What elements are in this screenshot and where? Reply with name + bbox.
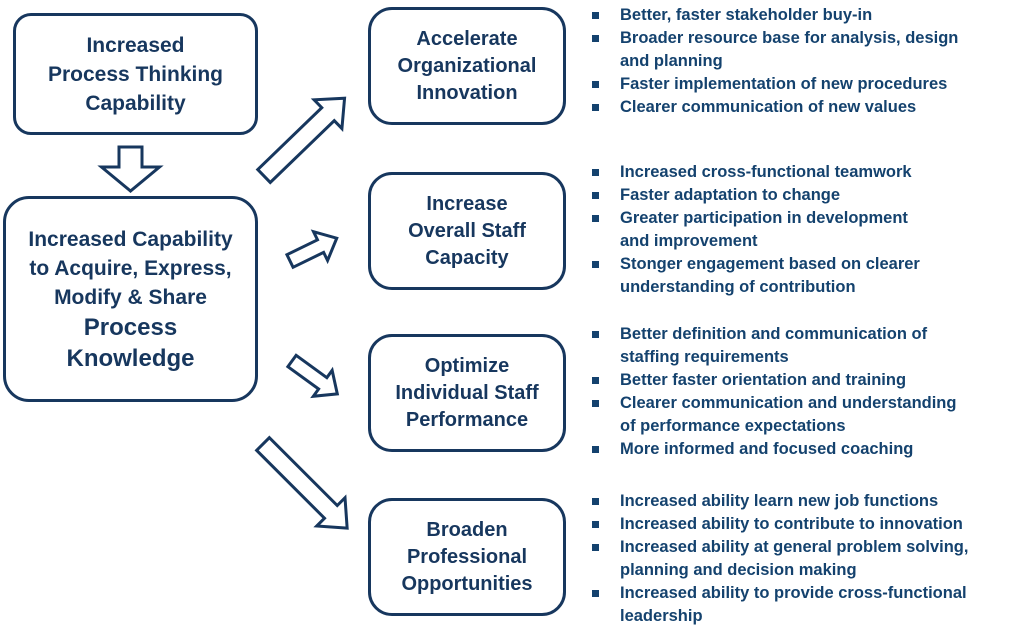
list-item: More informed and focused coaching: [592, 438, 1024, 461]
bullet-square-icon: [592, 331, 599, 338]
bullet-square-icon: [592, 104, 599, 111]
arrow-to-accelerate-icon: [255, 96, 347, 185]
bullet-text: Increased ability to provide cross-funct…: [620, 584, 967, 625]
list-item: Increased ability learn new job function…: [592, 490, 1024, 513]
bullet-square-icon: [592, 590, 599, 597]
box-accelerate-innovation-label: Accelerate Organizational Innovation: [397, 27, 537, 104]
list-item: Stonger engagement based on clearer unde…: [592, 253, 1024, 299]
list-item: Better, faster stakeholder buy-in: [592, 4, 1024, 27]
bullet-text: Faster implementation of new procedures: [620, 75, 948, 93]
bullet-square-icon: [592, 35, 599, 42]
bullet-square-icon: [592, 544, 599, 551]
bullet-square-icon: [592, 192, 599, 199]
bullet-text: Increased ability learn new job function…: [620, 492, 939, 510]
bullet-text: Better definition and communication of s…: [620, 325, 928, 366]
bullet-text: Faster adaptation to change: [620, 186, 841, 204]
list-item: Better faster orientation and training: [592, 369, 1024, 392]
bullet-square-icon: [592, 498, 599, 505]
bullet-square-icon: [592, 215, 599, 222]
list-item: Clearer communication and understanding …: [592, 392, 1024, 438]
bullet-square-icon: [592, 400, 599, 407]
bullet-text: Clearer communication of new values: [620, 98, 917, 116]
bullet-text: Stonger engagement based on clearer unde…: [620, 255, 920, 296]
list-item: Increased ability to contribute to innov…: [592, 513, 1024, 536]
box-broaden-opportunities-label: Broaden Professional Opportunities: [401, 518, 533, 595]
list-item: Faster implementation of new procedures: [592, 73, 1024, 96]
box-process-thinking-label: Increased Process Thinking Capability: [47, 33, 224, 115]
bullet-text: Better, faster stakeholder buy-in: [620, 6, 873, 24]
box-process-knowledge: Increased Capability to Acquire, Express…: [3, 196, 258, 402]
bullet-text: Greater participation in development and…: [620, 209, 908, 250]
box-optimize-staff-performance: Optimize Individual Staff Performance: [368, 334, 566, 452]
box-optimize-staff-performance-label: Optimize Individual Staff Performance: [395, 354, 539, 431]
bullet-text: More informed and focused coaching: [620, 440, 914, 458]
arrow-to-opportunities-icon: [254, 435, 349, 530]
bullet-square-icon: [592, 261, 599, 268]
bullet-square-icon: [592, 446, 599, 453]
list-item: Clearer communication of new values: [592, 96, 1024, 119]
list-item: Better definition and communication of s…: [592, 323, 1024, 369]
box-increase-staff-capacity-label: Increase Overall Staff Capacity: [408, 192, 526, 269]
box-process-knowledge-emphasis: Process Knowledge: [66, 313, 195, 372]
bullet-text: Increased cross-functional teamwork: [620, 163, 912, 181]
box-accelerate-innovation: Accelerate Organizational Innovation: [368, 7, 566, 125]
box-process-knowledge-label: Increased Capability to Acquire, Express…: [28, 227, 233, 309]
bullet-text: Increased ability to contribute to innov…: [620, 515, 963, 533]
bullet-text: Broader resource base for analysis, desi…: [620, 29, 959, 70]
list-item: Increased ability to provide cross-funct…: [592, 582, 1024, 628]
list-item: Broader resource base for analysis, desi…: [592, 27, 1024, 73]
bullet-list-performance: Better definition and communication of s…: [592, 323, 1024, 461]
bullet-square-icon: [592, 169, 599, 176]
bullet-list-opportunities: Increased ability learn new job function…: [592, 490, 1024, 628]
box-process-thinking: Increased Process Thinking Capability: [13, 13, 258, 135]
bullet-square-icon: [592, 12, 599, 19]
list-item: Faster adaptation to change: [592, 184, 1024, 207]
bullet-text: Better faster orientation and training: [620, 371, 907, 389]
bullet-square-icon: [592, 521, 599, 528]
list-item: Increased ability at general problem sol…: [592, 536, 1024, 582]
arrow-to-performance-icon: [285, 353, 340, 399]
bullet-list-accelerate: Better, faster stakeholder buy-in Broade…: [592, 4, 1024, 119]
bullet-text: Clearer communication and understanding …: [620, 394, 957, 435]
bullet-list-capacity: Increased cross-functional teamwork Fast…: [592, 161, 1024, 299]
bullet-text: Increased ability at general problem sol…: [620, 538, 969, 579]
box-increase-staff-capacity: Increase Overall Staff Capacity: [368, 172, 566, 290]
arrow-to-capacity-icon: [284, 229, 339, 270]
list-item: Increased cross-functional teamwork: [592, 161, 1024, 184]
bullet-square-icon: [592, 377, 599, 384]
box-broaden-opportunities: Broaden Professional Opportunities: [368, 498, 566, 616]
list-item: Greater participation in development and…: [592, 207, 1024, 253]
arrow-down-icon: [97, 145, 164, 193]
bullet-square-icon: [592, 81, 599, 88]
